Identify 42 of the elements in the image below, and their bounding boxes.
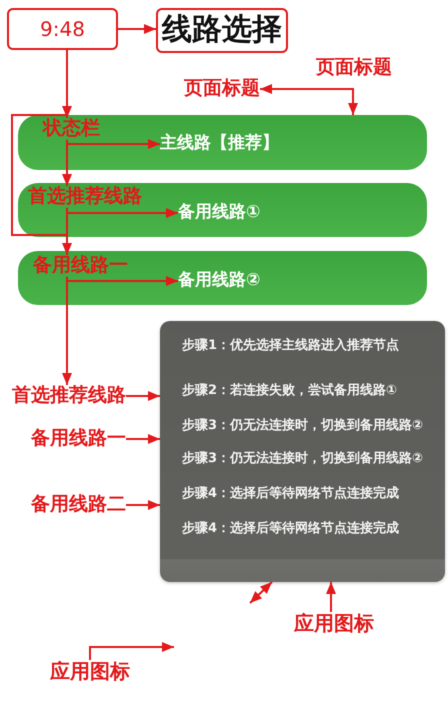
steps-panel — [160, 321, 445, 582]
arrow — [66, 276, 178, 286]
step-text: 步骤4：选择后等待网络节点连接完成 — [182, 522, 400, 537]
arrow — [118, 24, 156, 34]
annotation-label: 备用线路一 — [33, 255, 128, 277]
arrow — [66, 139, 160, 149]
annotation-label: 应用图标 — [50, 660, 130, 683]
arrow — [62, 50, 72, 118]
step-text: 步骤3：仍无法连接时，切换到备用线路② — [182, 452, 424, 467]
step-text: 步骤2：若连接失败，尝试备用线路① — [182, 384, 398, 399]
route-option-text: 备用线路① — [178, 203, 260, 223]
step-text: 步骤3：仍无法连接时，切换到备用线路② — [182, 419, 424, 434]
route-option-text: 主线路【推荐】 — [160, 134, 279, 154]
annotation-label: 状态栏 — [43, 118, 100, 140]
annotation-label: 首选推荐线路 — [12, 385, 126, 407]
annotation-label: 备用线路一 — [31, 428, 126, 450]
arrow — [62, 208, 72, 255]
route-bar — [18, 183, 427, 237]
arrow — [66, 208, 178, 218]
annotation-label: 备用线路二 — [31, 494, 126, 516]
annotation-label: 页面标题 — [316, 57, 392, 79]
arrow — [62, 276, 72, 385]
page-title: 线路选择 — [162, 13, 282, 48]
annotation-label: 页面标题 — [184, 78, 260, 100]
title-box — [156, 8, 288, 53]
double-arrow — [260, 84, 358, 115]
arrow — [89, 642, 174, 660]
route-option-text: 备用线路② — [178, 271, 260, 291]
step-text: 步骤4：选择后等待网络节点连接完成 — [182, 487, 400, 502]
arrow — [126, 500, 160, 510]
annotation-label: 应用图标 — [294, 612, 374, 635]
time-text: 9:48 — [40, 18, 85, 40]
time-box — [7, 8, 118, 50]
double-arrow — [249, 581, 273, 604]
step-text: 步骤1：优先选择主线路进入推荐节点 — [182, 339, 400, 354]
route-bar — [18, 251, 427, 305]
annotation-label: 首选推荐线路 — [28, 186, 142, 208]
arrow — [126, 434, 160, 444]
arrow — [326, 582, 336, 612]
arrow — [62, 140, 72, 186]
route-bar — [18, 115, 427, 170]
arrow — [126, 391, 160, 401]
